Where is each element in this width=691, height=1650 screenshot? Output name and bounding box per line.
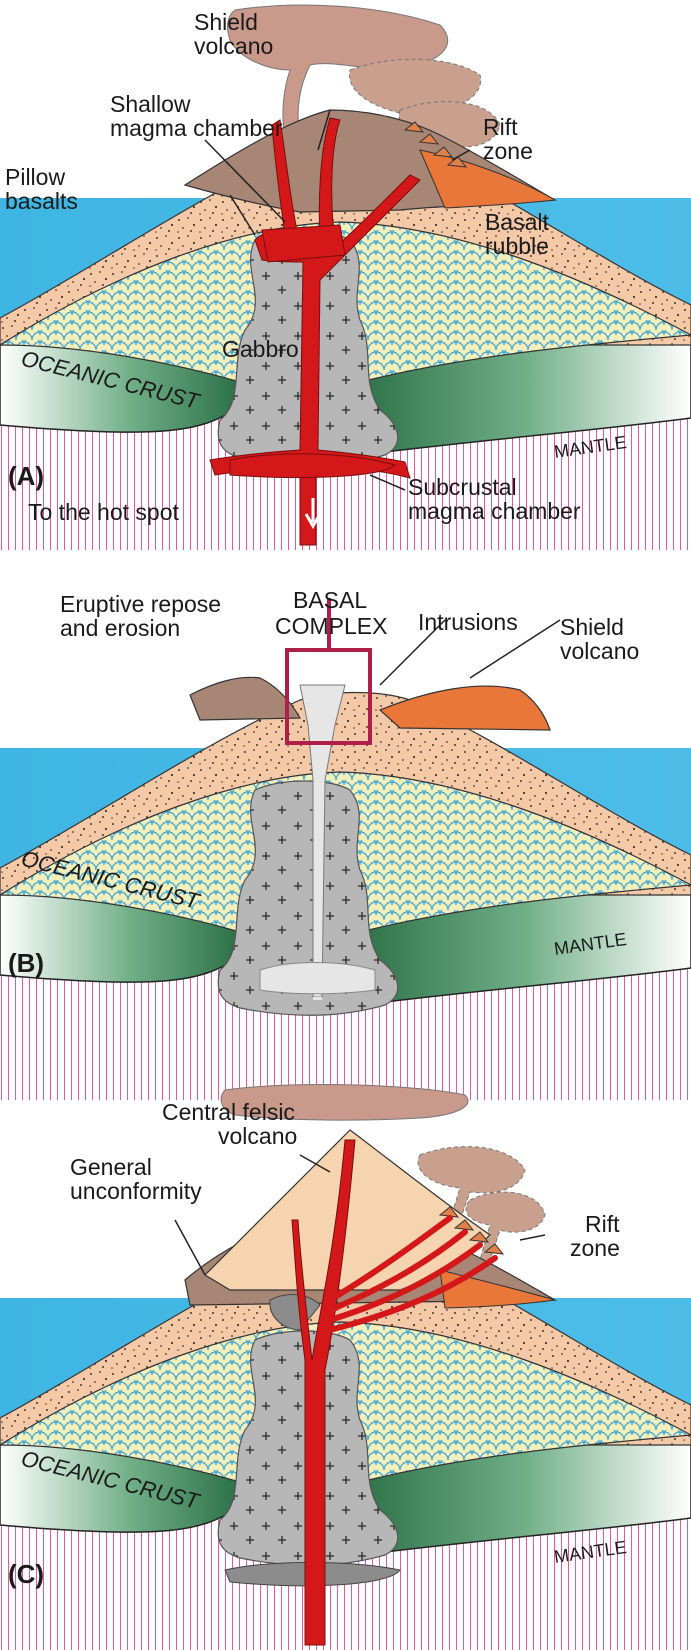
- label-gabbro: Gabbro: [222, 336, 299, 362]
- rift-cones: [438, 1206, 505, 1255]
- arrow-down-icon: [304, 498, 322, 529]
- eruption-cloud: [465, 1191, 546, 1261]
- magma-conduit: [209, 117, 421, 546]
- subcrustal-magma-chamber: [229, 453, 397, 478]
- shield-volcano: [378, 685, 551, 731]
- eruption-cloud: [417, 1146, 526, 1221]
- panel-tag: (C): [8, 1559, 44, 1589]
- panel-b-geology: [0, 691, 691, 1101]
- label-to-the-hot-spot: To the hot spot: [28, 499, 179, 525]
- basal-sill: [259, 962, 376, 995]
- eruption-cloud: [220, 1084, 469, 1121]
- panel-a-leaders: [204, 109, 471, 491]
- panel-b-leaders: [379, 619, 561, 686]
- basal-complex: [269, 1294, 321, 1331]
- shallow-magma-chamber: [261, 224, 346, 263]
- panel-tag: (B): [8, 948, 44, 978]
- eroded-volcano: [189, 676, 302, 721]
- label-intrusions: Intrusions: [418, 609, 518, 635]
- magma-conduit: [291, 1139, 356, 1646]
- rift-cones: [403, 121, 468, 168]
- rift-flank: [439, 1269, 556, 1309]
- panel-tag: (A): [8, 461, 44, 491]
- panel-c-leaders: [174, 1154, 546, 1276]
- eruption-cloud: [227, 4, 449, 136]
- rift-dikes: [327, 1215, 498, 1333]
